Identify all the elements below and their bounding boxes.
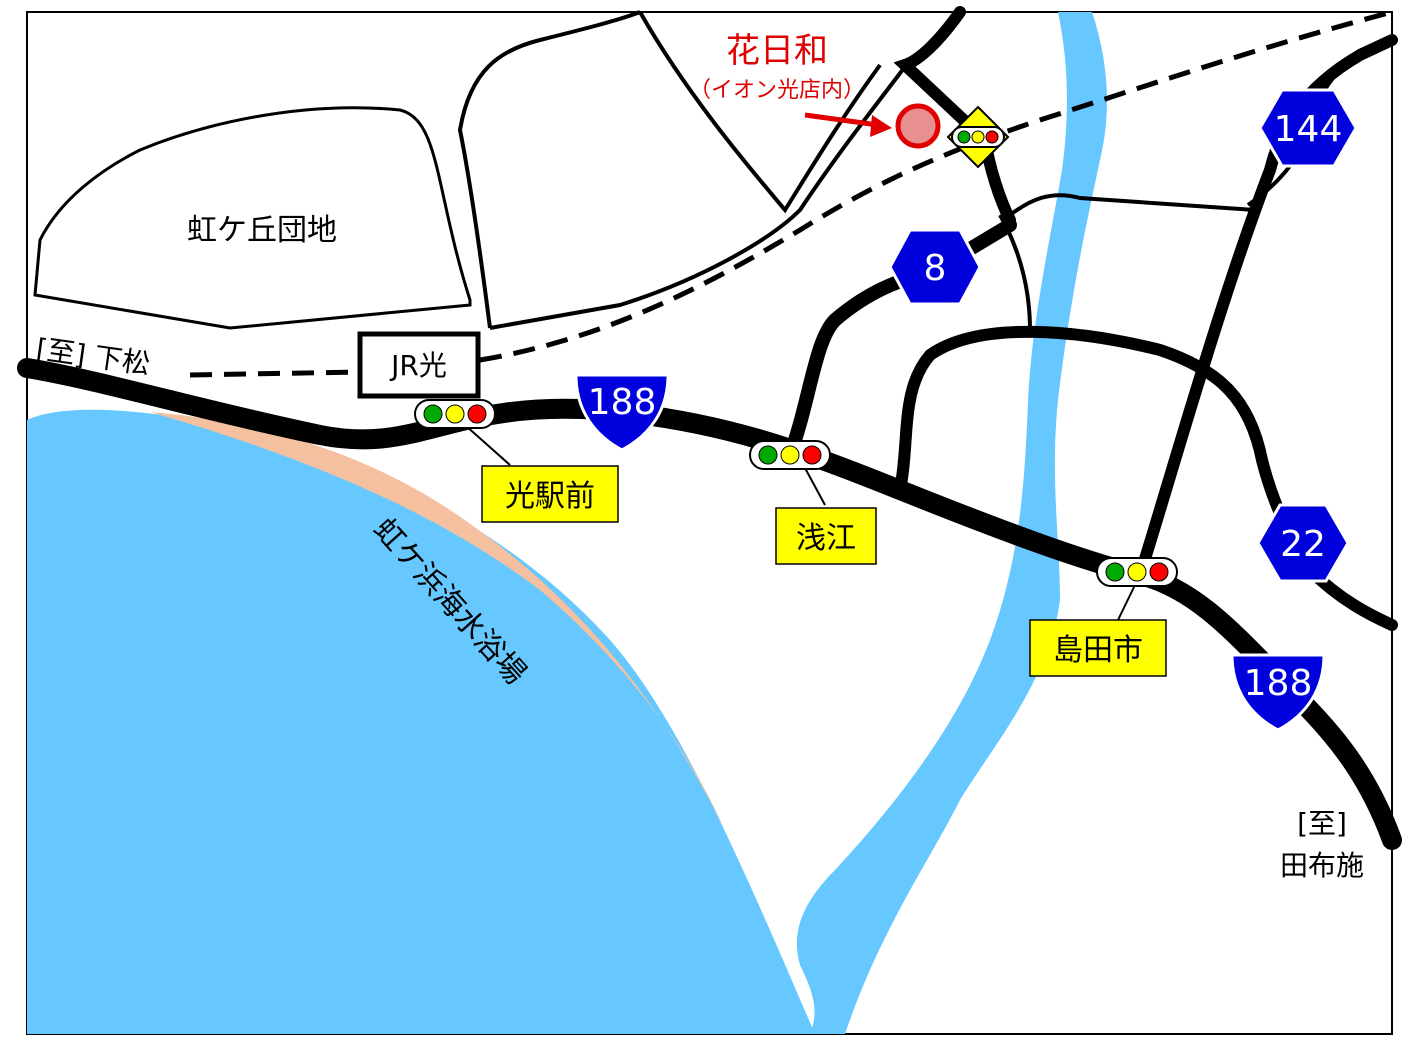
shield-188-east: 188 <box>1230 653 1326 732</box>
hikari-ekimae-label: 光駅前 <box>505 479 595 514</box>
signal-hikari-ekimae <box>414 399 511 466</box>
store-name: 花日和 <box>726 31 828 71</box>
signal-asae <box>749 440 831 506</box>
river <box>796 12 1107 1034</box>
shield-route-22-label: 22 <box>1280 524 1326 565</box>
store-pointer-arrow <box>804 112 879 128</box>
estate-label: 虹ケ丘団地 <box>187 213 337 248</box>
shimatashi-box <box>1029 619 1167 677</box>
store-marker <box>895 103 941 149</box>
shield-188-west-label: 188 <box>588 382 657 423</box>
signal-shimatashi <box>1096 557 1178 621</box>
signal-diamond <box>946 105 1010 169</box>
shield-route-8: 8 <box>888 228 982 306</box>
store-location-note: （イオン光店内） <box>689 78 865 103</box>
shield-188-west: 188 <box>574 373 670 452</box>
estate-block <box>33 106 472 330</box>
shield-route-22: 22 <box>1256 503 1350 583</box>
sea <box>27 409 815 1034</box>
asae-label: 浅江 <box>796 521 856 556</box>
shield-188-east-label: 188 <box>1244 663 1313 704</box>
hikari-ekimae-box <box>481 465 619 523</box>
shield-route-144: 144 <box>1258 88 1358 168</box>
railway <box>189 9 1393 378</box>
station-box <box>357 331 481 399</box>
store-pointer-arrowhead <box>870 115 892 137</box>
east-direction-place: 田布施 <box>1280 849 1364 882</box>
asae-box <box>775 507 877 565</box>
station-label: JR光 <box>389 349 447 382</box>
shimatashi-label: 島田市 <box>1053 633 1143 668</box>
shield-route-144-label: 144 <box>1274 109 1343 150</box>
shield-route-8-label: 8 <box>924 248 947 289</box>
east-direction-mark: [至] <box>1297 807 1347 840</box>
